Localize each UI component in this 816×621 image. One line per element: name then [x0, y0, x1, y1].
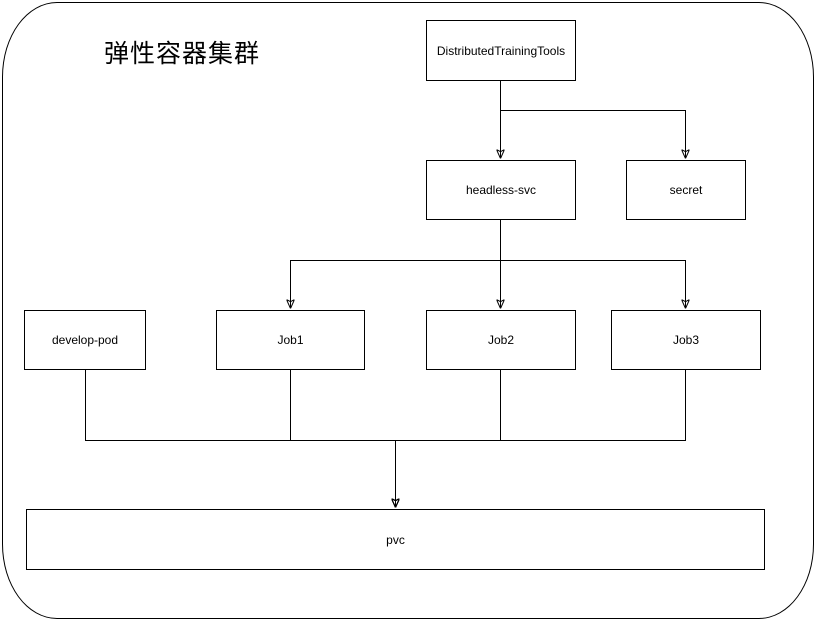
node-distributed-training-tools: DistributedTrainingTools [426, 20, 576, 81]
node-headless-svc-label: headless-svc [465, 183, 537, 197]
node-job2-label: Job2 [487, 333, 515, 347]
node-job1-label: Job1 [277, 333, 304, 347]
node-develop-pod: develop-pod [24, 310, 146, 370]
node-secret: secret [626, 160, 746, 220]
node-job3-label: Job3 [672, 333, 700, 347]
edge-distributedtrainingtools-secret [500, 81, 686, 159]
node-job2: Job2 [426, 310, 576, 370]
node-distributed-training-tools-label: DistributedTrainingTools [436, 43, 566, 58]
edge-job1-pvc [290, 370, 396, 508]
node-job3: Job3 [611, 310, 761, 370]
edge-job3-pvc [396, 370, 686, 508]
edge-headless-svc-job3 [500, 220, 686, 309]
node-pvc-label: pvc [386, 532, 405, 547]
node-secret-label: secret [669, 183, 703, 197]
node-develop-pod-label: develop-pod [51, 333, 119, 347]
node-job1: Job1 [216, 310, 365, 370]
edge-develop-pod-pvc [85, 370, 396, 508]
node-headless-svc: headless-svc [426, 160, 576, 220]
node-pvc: pvc [26, 509, 765, 570]
diagram-title: 弹性容器集群 [104, 40, 261, 68]
edge-headless-svc-job1 [291, 220, 501, 309]
edge-job2-pvc [396, 370, 501, 508]
